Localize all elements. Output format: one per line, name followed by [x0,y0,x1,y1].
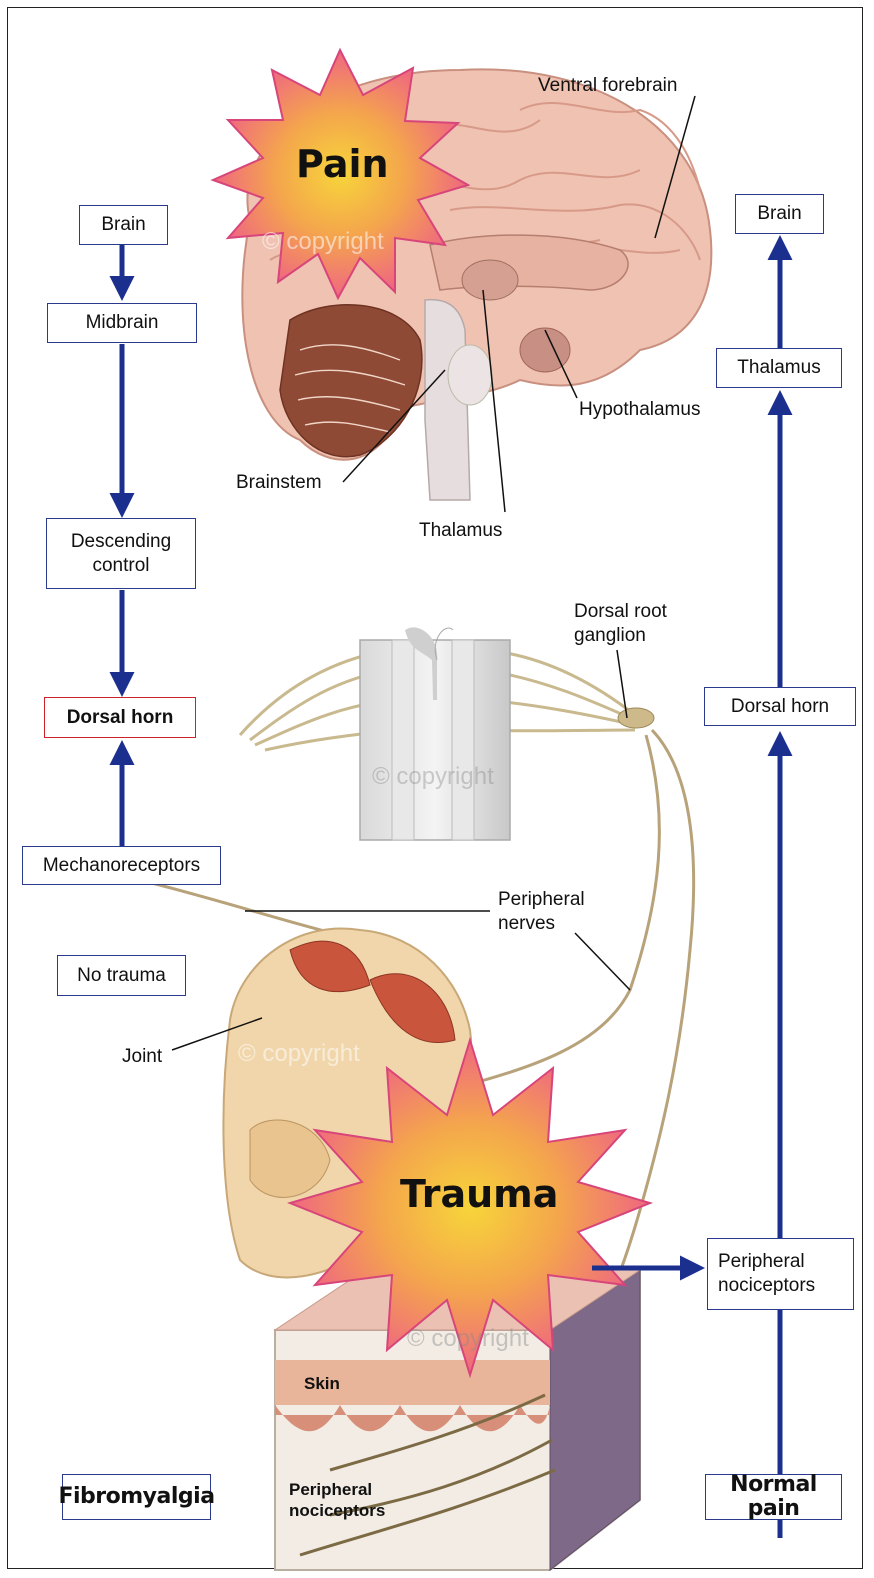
right-thalamus-box: Thalamus [716,348,842,388]
left-brain-box: Brain [79,205,168,245]
descending-control-box: Descending control [46,518,196,589]
watermark: © copyright [262,228,384,256]
peripheral-nociceptors-box: Peripheral nociceptors [707,1238,854,1310]
dorsal-root-ganglion-label: Dorsal root ganglion [574,600,667,648]
brainstem-label: Brainstem [236,471,322,495]
joint-label: Joint [122,1045,162,1069]
skin-label: Skin [304,1372,340,1396]
no-trauma-box: No trauma [57,955,186,996]
trauma-burst-label: Trauma [400,1172,558,1216]
watermark: © copyright [372,763,494,791]
fibromyalgia-dorsal-horn-box: Dorsal horn [44,697,196,738]
mechanoreceptors-box: Mechanoreceptors [22,846,221,885]
ventral-forebrain-label: Ventral forebrain [538,74,677,98]
fibromyalgia-title: Fibromyalgia [62,1474,211,1520]
right-brain-box: Brain [735,194,824,234]
skin-nociceptors-label: Peripheral nociceptors [289,1479,385,1521]
watermark: © copyright [238,1040,360,1068]
watermark: © copyright [407,1325,529,1353]
normal-pain-title: Normal pain [705,1474,842,1520]
peripheral-nerves-label: Peripheral nerves [498,888,585,936]
hypothalamus-label: Hypothalamus [579,398,700,422]
spinal-cord-illustration [240,627,654,840]
pain-burst-label: Pain [296,142,389,186]
midbrain-box: Midbrain [47,303,197,343]
thalamus-label: Thalamus [419,519,502,543]
normal-dorsal-horn-box: Dorsal horn [704,687,856,726]
